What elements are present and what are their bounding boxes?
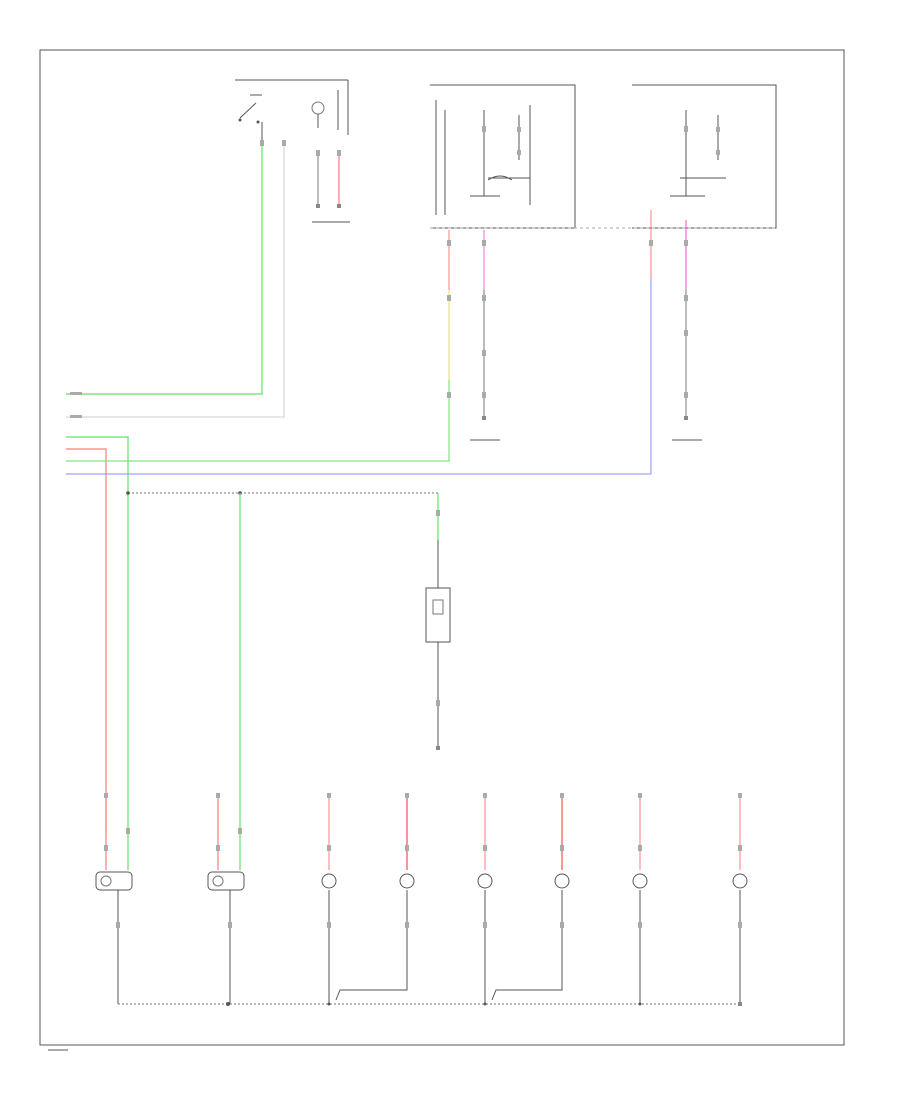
connector xyxy=(436,746,440,750)
center-module xyxy=(425,587,451,643)
lamp-4 xyxy=(399,873,415,889)
diagram-frame xyxy=(39,49,845,1046)
wire-green-top-switch xyxy=(66,146,263,395)
connector xyxy=(684,330,688,336)
connector xyxy=(482,416,486,420)
connector xyxy=(684,295,688,301)
connector xyxy=(684,392,688,398)
wire-red-trunk xyxy=(66,448,107,830)
connector xyxy=(260,140,264,146)
front-door-switch-module xyxy=(430,84,576,229)
lamp-2 xyxy=(207,871,245,891)
lamp-8 xyxy=(732,873,748,889)
rear-door-switch-module xyxy=(632,84,777,229)
wire-blue-rear-door xyxy=(66,420,652,475)
lamp-5 xyxy=(477,873,493,889)
lamp-3 xyxy=(321,873,337,889)
connector xyxy=(649,240,653,246)
connector xyxy=(447,240,451,246)
wire-white-top-switch xyxy=(66,146,285,418)
wire-green-trunk xyxy=(66,436,129,830)
top-switch-assembly xyxy=(235,79,349,140)
connector xyxy=(316,150,320,156)
connector xyxy=(447,295,451,301)
lamp-1 xyxy=(95,871,133,891)
connector xyxy=(436,700,440,706)
connector xyxy=(70,392,82,395)
connector xyxy=(316,204,320,208)
connector xyxy=(70,415,82,418)
connector xyxy=(482,392,486,398)
connector xyxy=(482,350,486,356)
lamp-row xyxy=(95,793,748,1004)
connector xyxy=(482,240,486,246)
connector xyxy=(482,295,486,301)
connector xyxy=(738,1002,742,1006)
connector xyxy=(447,392,451,398)
connector xyxy=(436,510,440,516)
connector xyxy=(282,140,286,146)
connector xyxy=(337,150,341,156)
connector xyxy=(337,204,341,208)
lamp-6 xyxy=(554,873,570,889)
lamp-7 xyxy=(632,873,648,889)
connector xyxy=(684,416,688,420)
wire-green-front-door xyxy=(66,440,450,462)
connector xyxy=(684,240,688,246)
